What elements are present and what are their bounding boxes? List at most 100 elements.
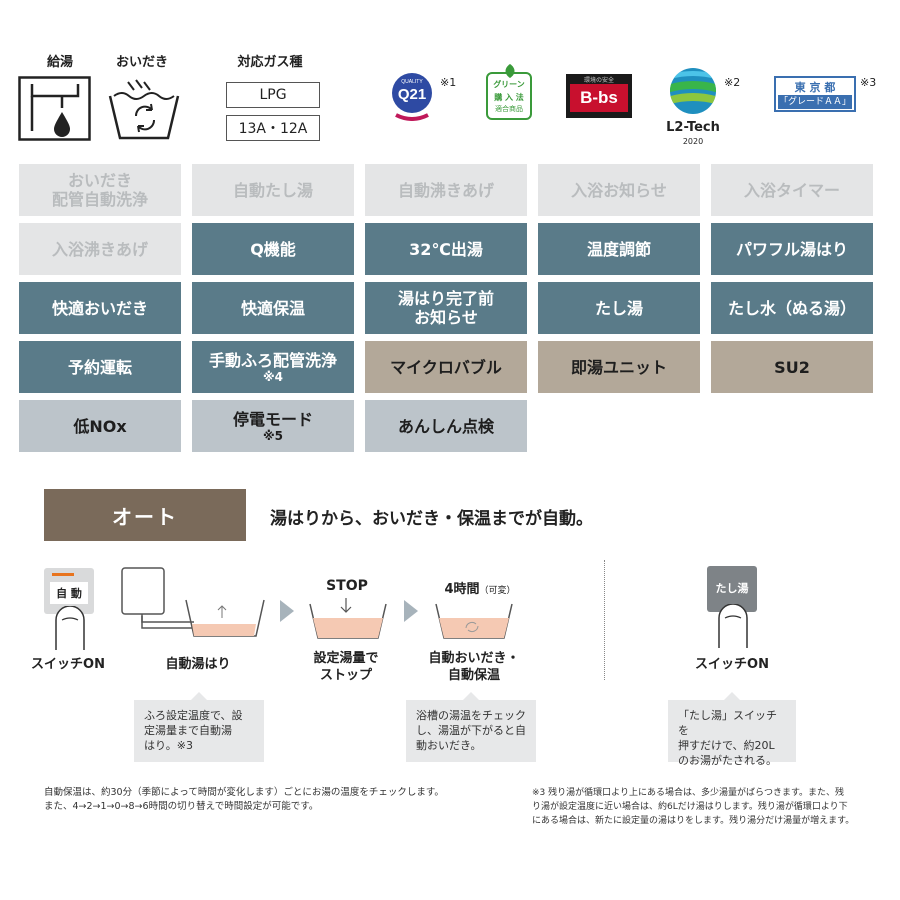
feature-label: 低NOx [73, 416, 127, 436]
feature-cell: 即湯ユニット [538, 341, 700, 393]
arrow-right-icon [280, 600, 294, 622]
tashiyu-switch-label: スイッチON [695, 657, 769, 672]
footnote-right: ※3 残り湯が循環口より上にある場合は、多少湯量がばらつきます。また、残 り湯が… [532, 788, 855, 826]
feature-cell: 快適保温 [192, 282, 354, 334]
auto-reheat-callout: 浴槽の湯温をチェック し、湯温が下がると自 動おいだき。 [406, 692, 536, 762]
feature-label: 配管自動洗浄 [51, 190, 148, 209]
feature-cell: たし湯 [538, 282, 700, 334]
feature-label: あんしん点検 [397, 416, 494, 436]
auto-switch-panel: 自 動 [44, 568, 94, 614]
auto-badge: オート [44, 489, 246, 541]
water-heater-bath-illustration [121, 567, 265, 637]
step3-label-1: 設定湯量で [313, 651, 379, 666]
green-line-2: 購 入 法 [494, 93, 524, 102]
feature-cell: 自動沸きあげ [365, 164, 527, 216]
feature-label: 自動沸きあげ [397, 180, 494, 200]
finger-icon [718, 604, 748, 648]
feature-label: 手動ふろ配管洗浄 [208, 350, 337, 370]
l2tech-logo [670, 68, 716, 114]
section-divider [604, 560, 605, 680]
tashiyu-button[interactable]: たし湯 [715, 582, 749, 595]
feature-label: 湯はり完了前 [397, 289, 494, 308]
l2tech-name: L2-Tech [666, 120, 720, 135]
feature-label: Q機能 [250, 239, 296, 259]
q21-quality-logo: Q21 QUALITY [392, 73, 432, 121]
bbs-text: B-bs [580, 88, 618, 107]
feature-cell: たし水（ぬる湯） [711, 282, 873, 334]
feature-label: 予約運転 [67, 357, 132, 377]
feature-cell: あんしん点検 [365, 400, 527, 452]
feature-cell: 自動たし湯 [192, 164, 354, 216]
step2-label: 自動湯はり [165, 657, 231, 672]
keep-warm-bath-illustration [435, 603, 513, 639]
feature-label: 即湯ユニット [570, 357, 667, 377]
feature-label: たし湯 [594, 298, 643, 318]
auto-switch-button[interactable]: 自 動 [50, 582, 88, 604]
feature-note: ※5 [262, 428, 283, 443]
feature-label: SU2 [774, 357, 810, 377]
feature-cell: 予約運転 [19, 341, 181, 393]
time-label: 4時間（可変） [444, 582, 516, 597]
feature-label: たし水（ぬる湯） [727, 298, 856, 318]
feature-cell: 湯はり完了前お知らせ [365, 282, 527, 334]
faucet-icon [18, 76, 91, 141]
green-purchase-logo: グリーン 購 入 法 適合商品 [486, 64, 532, 120]
feature-label: 快適おいだき [51, 298, 148, 318]
feature-cell: 温度調節 [538, 223, 700, 275]
step4-label-2: 自動保温 [447, 668, 500, 683]
step3-label-2: ストップ [319, 668, 372, 683]
feature-label: パワフル湯はり [735, 239, 848, 259]
leaf-icon [505, 64, 515, 78]
gas-type-13a12a: 13A・12A [226, 115, 320, 141]
feature-cell: 32℃出湯 [365, 223, 527, 275]
feature-label: 温度調節 [586, 239, 651, 259]
feature-cell: 快適おいだき [19, 282, 181, 334]
feature-label: 停電モード [232, 409, 313, 429]
svg-text:QUALITY: QUALITY [401, 79, 423, 85]
footnote-left: 自動保温は、約30分（季節によって時間が変化します）ごとにお湯の温度をチェックし… [44, 787, 444, 812]
feature-cell: パワフル湯はり [711, 223, 873, 275]
feature-cell: 入浴タイマー [711, 164, 873, 216]
feature-cell: 低NOx [19, 400, 181, 452]
tokyo-note: ※3 [860, 76, 877, 89]
feature-label: マイクロバブル [390, 357, 502, 377]
feature-cell: Q機能 [192, 223, 354, 275]
l2tech-year: 2020 [682, 137, 704, 146]
reheat-bath-icon [108, 79, 180, 140]
q21-note: ※1 [440, 76, 457, 89]
feature-cell: 停電モード※5 [192, 400, 354, 452]
feature-label: 入浴沸きあげ [51, 239, 148, 259]
step4-label-1: 自動おいだき・ [428, 651, 520, 666]
feature-cell: マイクロバブル [365, 341, 527, 393]
finger-icon [55, 606, 85, 650]
gas-type-lpg: LPG [226, 82, 320, 108]
kyuto-label: 給湯 [46, 55, 73, 70]
feature-label: 入浴タイマー [743, 180, 840, 200]
feature-label: 快適保温 [240, 298, 305, 318]
feature-label: 自動たし湯 [232, 180, 313, 200]
feature-label: おいだき [67, 171, 132, 190]
feature-note: ※4 [262, 369, 283, 384]
feature-cell: SU2 [711, 341, 873, 393]
l2tech-note: ※2 [724, 76, 741, 89]
auto-description: 湯はりから、おいだき・保温までが自動。 [270, 509, 593, 529]
feature-cell: 手動ふろ配管洗浄※4 [192, 341, 354, 393]
auto-fill-callout: ふろ設定温度で、設 定湯量まで自動湯 はり。※3 [134, 692, 264, 762]
gas-type-label: 対応ガス種 [237, 55, 303, 70]
oidaki-label: おいだき [115, 55, 168, 70]
green-line-1: グリーン [493, 80, 525, 89]
feature-cell: 入浴お知らせ [538, 164, 700, 216]
svg-text:Q21: Q21 [398, 86, 426, 103]
bbs-logo: 環境の安全 B-bs [566, 74, 632, 118]
feature-label: 入浴お知らせ [571, 180, 667, 200]
step1-label: スイッチON [31, 657, 105, 672]
tashiyu-callout: 「たし湯」スイッチを 押すだけで、約20L のお湯がたされる。 [668, 692, 796, 767]
stop-label: STOP [326, 578, 368, 594]
feature-label: 32℃出湯 [409, 239, 483, 259]
tokyo-grade-logo: 東 京 都 「グレードＡＡ」 [774, 76, 856, 112]
feature-label: お知らせ [414, 308, 478, 327]
green-line-3: 適合商品 [495, 105, 523, 113]
stop-bath-illustration [309, 598, 387, 639]
feature-cell: おいだき配管自動洗浄 [19, 164, 181, 216]
feature-cell: 入浴沸きあげ [19, 223, 181, 275]
